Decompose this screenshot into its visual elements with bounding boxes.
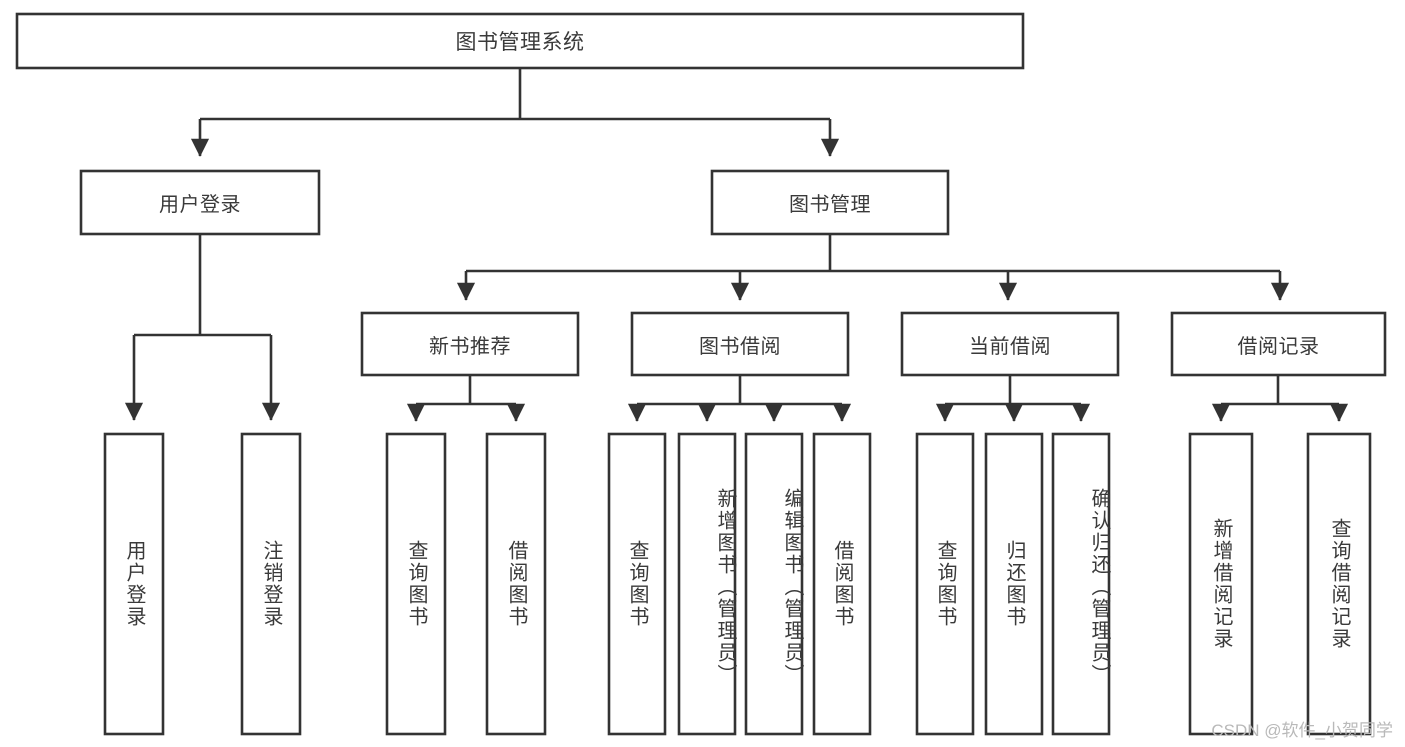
node-box-leaf-add-book[interactable] xyxy=(677,432,737,736)
node-box-new-book-rec[interactable] xyxy=(360,311,580,377)
node-box-root[interactable] xyxy=(15,12,1025,70)
node-box-current-borrow[interactable] xyxy=(900,311,1120,377)
node-box-leaf-borrow-book-1[interactable] xyxy=(485,432,547,736)
node-box-leaf-user-login[interactable] xyxy=(103,432,165,736)
node-box-book-manage[interactable] xyxy=(710,169,950,236)
node-box-leaf-return-book[interactable] xyxy=(984,432,1044,736)
node-box-leaf-confirm-return[interactable] xyxy=(1051,432,1111,736)
node-box-leaf-edit-book[interactable] xyxy=(744,432,804,736)
node-box-borrow-record[interactable] xyxy=(1170,311,1387,377)
node-box-leaf-query-record[interactable] xyxy=(1306,432,1372,736)
node-box-leaf-query-book-2[interactable] xyxy=(607,432,667,736)
node-box-leaf-logout[interactable] xyxy=(240,432,302,736)
node-box-leaf-query-book-3[interactable] xyxy=(915,432,975,736)
node-box-leaf-add-record[interactable] xyxy=(1188,432,1254,736)
node-box-user-login[interactable] xyxy=(79,169,321,236)
node-box-book-borrow[interactable] xyxy=(630,311,850,377)
node-box-leaf-borrow-book-2[interactable] xyxy=(812,432,872,736)
node-box-leaf-query-book-1[interactable] xyxy=(385,432,447,736)
